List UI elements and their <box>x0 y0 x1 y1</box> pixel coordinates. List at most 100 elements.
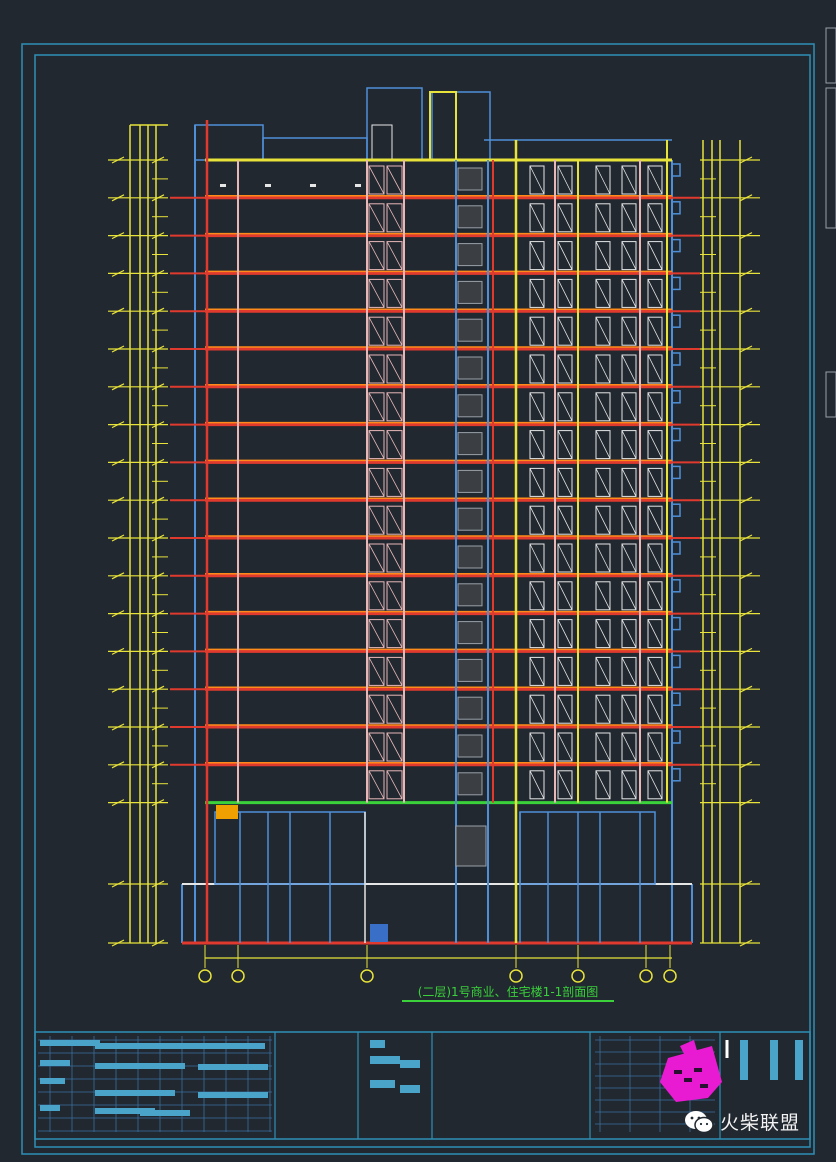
dim-arrow <box>739 761 753 769</box>
door-swing <box>557 354 573 384</box>
stair-flight <box>457 205 483 229</box>
door-panel <box>647 316 663 346</box>
door-panel <box>529 467 545 497</box>
dim-arrow <box>151 345 165 353</box>
door-panel <box>647 694 663 724</box>
door-swing <box>595 619 611 648</box>
dim-arrow <box>151 685 165 693</box>
door-swing <box>386 165 403 195</box>
door-swing <box>557 203 573 232</box>
door-swing <box>529 770 545 799</box>
dim-arrow <box>111 232 125 240</box>
stair-flight <box>457 318 483 342</box>
door-panel <box>529 656 545 686</box>
roof-door <box>371 124 393 161</box>
stair-flight <box>457 280 483 304</box>
title-text-block <box>140 1110 190 1116</box>
dim-arrow <box>739 383 753 391</box>
axis-bubble <box>571 969 585 983</box>
door-swing <box>557 317 573 346</box>
dim-arrow <box>739 572 753 580</box>
dim-arrow <box>739 421 753 429</box>
door-panel <box>386 203 403 233</box>
door-swing <box>595 543 611 573</box>
dim-arrow <box>111 610 125 618</box>
door-panel <box>368 694 385 724</box>
dim-arrow <box>151 799 165 807</box>
facade-window <box>671 503 681 517</box>
dim-arrow <box>111 534 125 542</box>
door-panel <box>386 656 403 686</box>
door-swing <box>621 732 637 762</box>
door-panel <box>557 694 573 724</box>
stair-flight <box>457 394 483 418</box>
door-swing <box>557 279 573 308</box>
door-swing <box>595 354 611 384</box>
door-swing <box>557 770 573 799</box>
door-panel <box>595 505 611 535</box>
door-panel <box>368 581 385 611</box>
watermark: 火柴联盟 <box>684 1108 800 1135</box>
door-swing <box>368 165 385 195</box>
facade-window <box>671 201 681 215</box>
door-swing <box>386 581 403 610</box>
title-text-block <box>40 1040 100 1046</box>
door-panel <box>595 732 611 762</box>
door-swing <box>595 317 611 346</box>
door-swing <box>595 657 611 686</box>
door-panel <box>368 656 385 686</box>
door-panel <box>557 278 573 308</box>
door-swing <box>647 392 663 421</box>
door-panel <box>529 165 545 195</box>
vent-mark <box>355 184 361 187</box>
dim-arrow <box>739 307 753 315</box>
dim-arrow <box>111 761 125 769</box>
door-swing <box>557 165 573 195</box>
door-panel <box>557 241 573 271</box>
door-swing <box>368 619 385 648</box>
dim-arrow <box>151 458 165 466</box>
dim-arrow <box>111 421 125 429</box>
door-panel <box>621 165 637 195</box>
door-swing <box>529 695 545 724</box>
door-panel <box>647 203 663 233</box>
door-panel <box>621 581 637 611</box>
door-swing <box>386 241 403 270</box>
door-panel <box>621 694 637 724</box>
stair-flight <box>457 469 483 493</box>
door-swing <box>386 619 403 648</box>
door-swing <box>368 354 385 384</box>
door-panel <box>368 241 385 271</box>
door-panel <box>557 392 573 422</box>
door-panel <box>368 430 385 460</box>
door-panel <box>557 165 573 195</box>
door-swing <box>557 392 573 421</box>
door-swing <box>621 619 637 648</box>
door-swing <box>557 430 573 459</box>
door-panel <box>386 581 403 611</box>
door-swing <box>557 732 573 762</box>
door-panel <box>529 543 545 573</box>
side-tab <box>825 87 836 229</box>
door-swing <box>595 732 611 762</box>
dim-arrow <box>151 269 165 277</box>
door-swing <box>368 732 385 762</box>
door-panel <box>386 354 403 384</box>
door-panel <box>529 770 545 800</box>
dim-arrow <box>111 496 125 504</box>
facade-window <box>671 730 681 744</box>
door-panel <box>368 203 385 233</box>
dim-arrow <box>111 383 125 391</box>
door-panel <box>595 619 611 649</box>
dim-arrow <box>111 685 125 693</box>
door-swing <box>368 203 385 232</box>
door-panel <box>621 543 637 573</box>
dim-arrow <box>151 156 165 164</box>
door-panel <box>595 203 611 233</box>
door-swing <box>621 506 637 535</box>
dim-arrow <box>739 685 753 693</box>
door-swing <box>386 468 403 497</box>
door-panel <box>621 392 637 422</box>
door-panel <box>386 430 403 460</box>
roof-stair-tower <box>431 91 491 161</box>
